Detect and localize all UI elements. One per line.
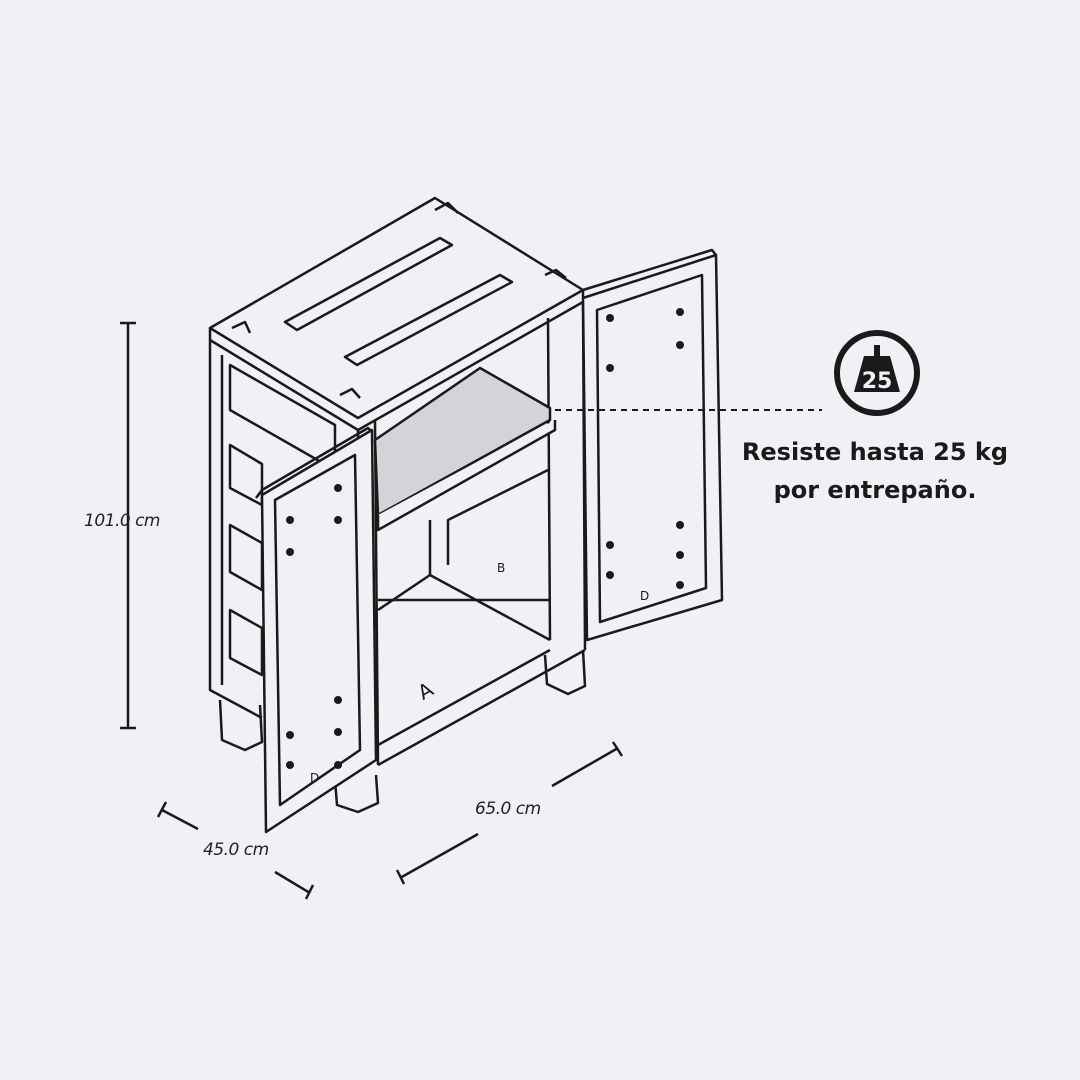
svg-text:25: 25 (862, 369, 893, 394)
cabinet (208, 196, 724, 834)
depth-dimension-line (156, 801, 315, 900)
part-label-b: B (497, 561, 505, 575)
part-label-a: A (413, 677, 437, 705)
height-dimension-label: 101.0 cm (84, 511, 160, 531)
load-capacity-caption: Resiste hasta 25 kg por entrepaño. (720, 433, 1030, 509)
width-dimension-line (395, 741, 624, 885)
door-holes (286, 308, 684, 769)
height-dimension-line (120, 321, 136, 730)
right-door (581, 253, 724, 642)
depth-dimension-label: 45.0 cm (203, 840, 269, 860)
weight-icon: 25 (834, 330, 920, 416)
foot (333, 774, 380, 814)
shelf (373, 366, 552, 517)
caption-line-1: Resiste hasta 25 kg (741, 438, 1009, 466)
part-label-d: D (310, 771, 319, 785)
foot (543, 649, 587, 696)
width-dimension-label: 65.0 cm (475, 799, 541, 819)
caption-line-2: por entrepaño. (773, 476, 977, 504)
part-label-d: D (640, 589, 649, 603)
